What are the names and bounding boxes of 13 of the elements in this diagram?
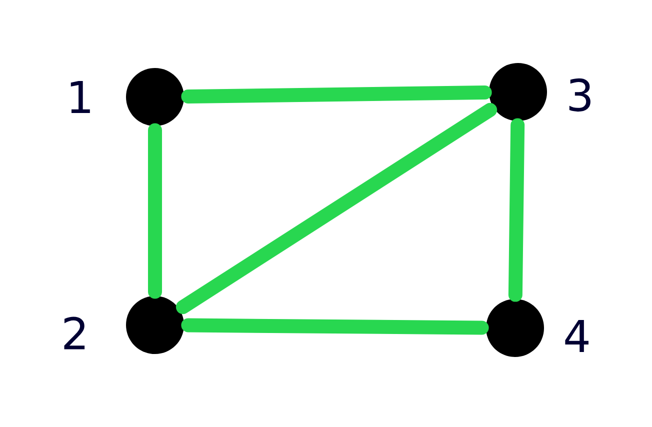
dot xyxy=(489,63,547,121)
dot xyxy=(126,296,184,354)
dot xyxy=(126,68,184,126)
edge-line xyxy=(181,318,489,335)
dot xyxy=(486,299,544,357)
node-label: 3 xyxy=(569,78,590,112)
edge-line xyxy=(508,118,525,302)
edge-line xyxy=(148,123,162,299)
node-label: 2 xyxy=(64,316,85,350)
edge-line xyxy=(181,85,492,104)
node-label: 1 xyxy=(70,81,90,113)
edge-line xyxy=(176,102,498,314)
node-label: 4 xyxy=(565,320,588,352)
